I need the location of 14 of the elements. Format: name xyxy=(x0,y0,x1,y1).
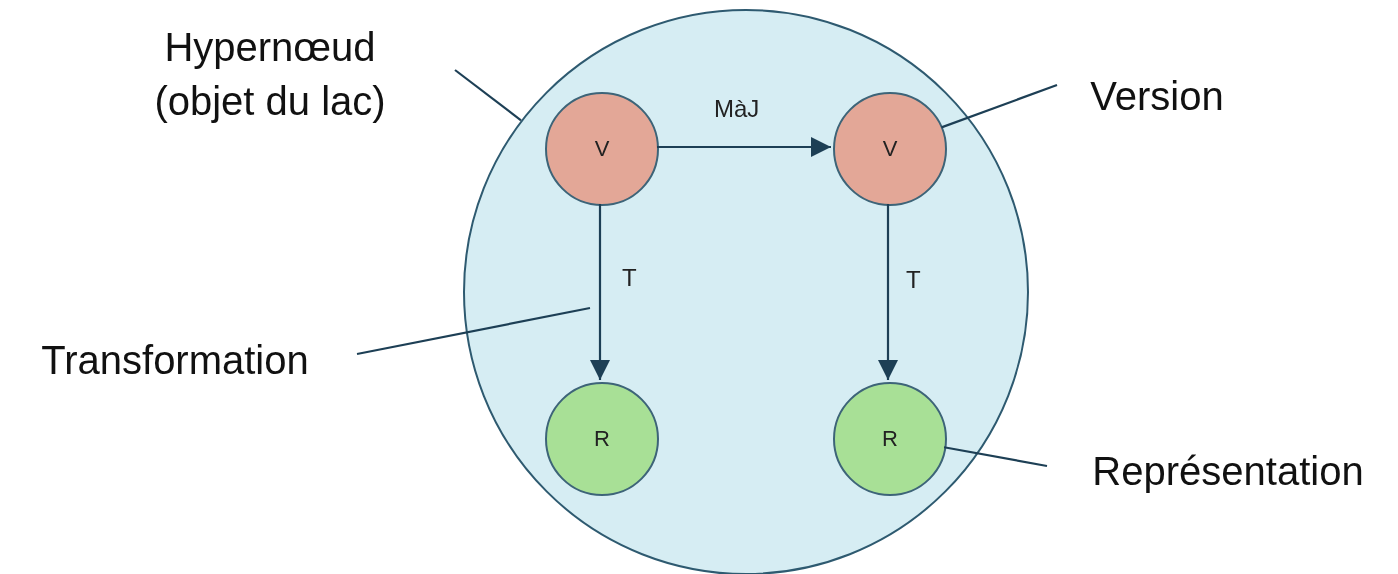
callout-label: Transformation xyxy=(41,336,309,384)
node-label: R xyxy=(594,426,610,452)
leader-line xyxy=(454,69,522,122)
callout-label: Représentation xyxy=(1092,447,1364,495)
arrow xyxy=(657,137,831,157)
arrow xyxy=(878,204,898,380)
node-label: V xyxy=(882,136,898,162)
leader-line xyxy=(356,306,591,356)
callout-label: Hypernœud (objet du lac) xyxy=(153,24,387,125)
node-label: V xyxy=(594,136,610,162)
arrow xyxy=(590,204,610,380)
leader-line xyxy=(941,83,1058,129)
callout-label: Version xyxy=(1090,72,1224,120)
node-label: R xyxy=(882,426,898,452)
